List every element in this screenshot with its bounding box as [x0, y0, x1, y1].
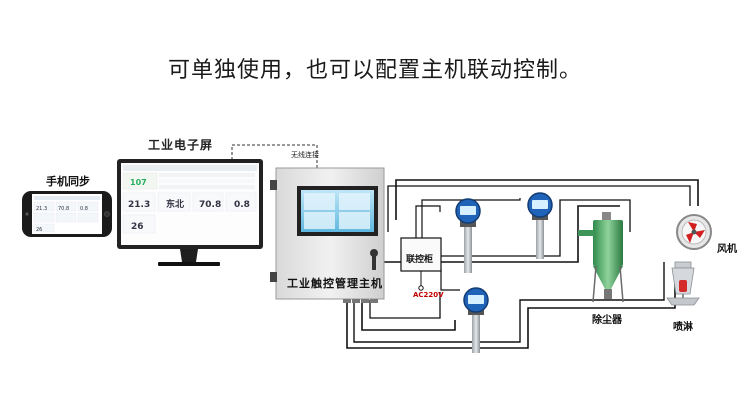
- smartphone: 21.3 70.8 0.8 26: [22, 191, 112, 237]
- monitor-label: 工业电子屏: [148, 138, 214, 152]
- wireless-link: [231, 144, 318, 172]
- exhaust-fan: [676, 214, 712, 250]
- monitor-value-4: 0.8: [234, 200, 250, 210]
- monitor-value-1: 21.3: [128, 200, 150, 210]
- cabinet-label: 联控柜: [406, 255, 434, 265]
- fan-label: 风机: [717, 244, 737, 255]
- dust-collector-label: 除尘器: [592, 315, 622, 326]
- monitor-value-5: 26: [131, 222, 144, 232]
- wireless-label: 无线连接: [291, 151, 319, 159]
- host-cabinet: [270, 167, 385, 303]
- monitor-value-3: 70.8: [199, 200, 221, 210]
- linkage-cabinet: [400, 237, 442, 291]
- dust-collector: [578, 212, 624, 303]
- gas-sensor-3: [463, 287, 489, 353]
- phone-value-3: 0.8: [80, 206, 88, 212]
- monitor-value-2: 东北: [166, 198, 184, 210]
- phone-label: 手机同步: [46, 175, 90, 188]
- page-heading: 可单独使用，也可以配置主机联动控制。: [167, 58, 582, 83]
- sprinkler-label: 喷淋: [673, 322, 693, 333]
- wiring: [346, 179, 699, 349]
- power-label: AC220V: [413, 291, 444, 299]
- industrial-monitor: 107 21.3 东北 70.8 0.8 26: [117, 159, 263, 266]
- sprinkler-head: [666, 261, 700, 306]
- gas-sensor-1: [455, 198, 481, 273]
- host-label: 工业触控管理主机: [287, 277, 383, 290]
- monitor-value-main: 107: [130, 178, 147, 187]
- phone-value-4: 26: [36, 227, 42, 233]
- phone-value-2: 70.8: [58, 206, 69, 212]
- gas-sensor-2: [527, 192, 553, 259]
- phone-value-1: 21.3: [36, 206, 47, 212]
